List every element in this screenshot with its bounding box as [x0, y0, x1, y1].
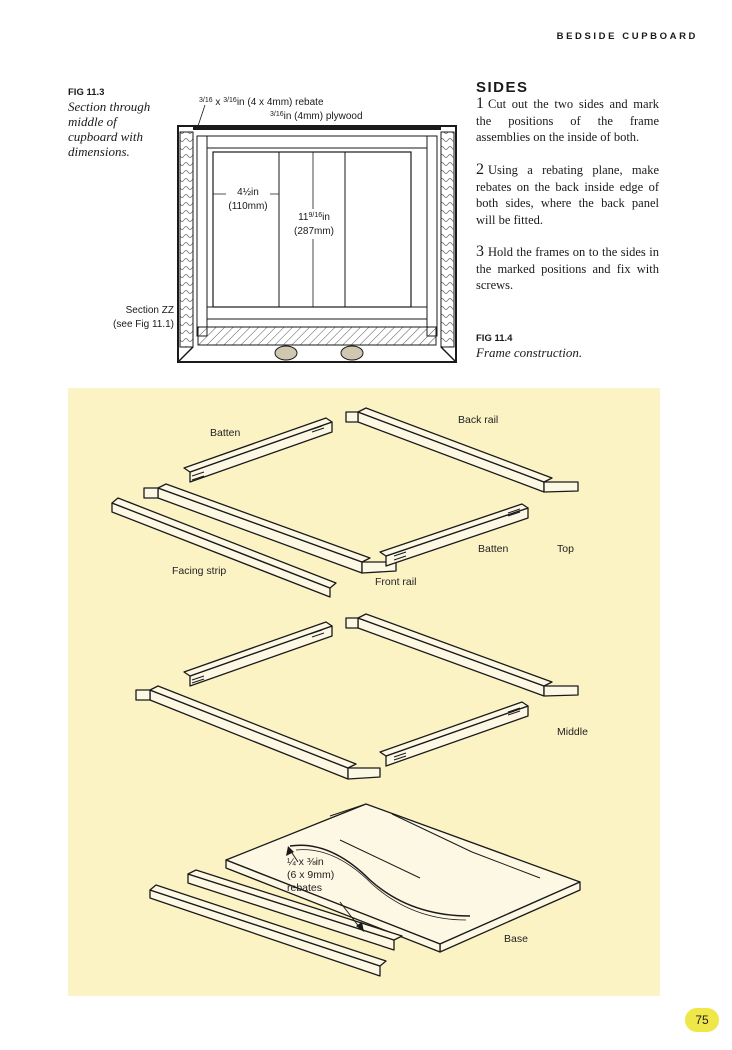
label-rebates-line1: ¼ x ⅜in: [287, 856, 324, 868]
caption-line: middle of: [68, 114, 117, 129]
width-dimension-line2: (110mm): [228, 201, 268, 212]
plywood-frac: 3/16: [270, 111, 284, 118]
fig-11-4-label: FIG 11.4: [476, 333, 513, 344]
height-suffix: in: [322, 212, 330, 223]
step-number: 1: [476, 95, 484, 112]
label-batten-right: Batten: [478, 543, 509, 555]
step-text: Using a rebating plane, make rebates on …: [476, 163, 659, 227]
step-number: 3: [476, 243, 484, 260]
section-zz-line1: Section ZZ: [125, 305, 174, 316]
rebate-sep: x: [212, 97, 224, 108]
label-batten-top-left: Batten: [210, 427, 241, 439]
label-back-rail: Back rail: [458, 414, 499, 426]
label-middle: Middle: [557, 726, 588, 738]
plywood-text: in (4mm) plywood: [283, 111, 363, 122]
width-dimension-line1: 4½in: [237, 187, 259, 198]
height-prefix: 11: [298, 212, 309, 223]
caption-line: Section through: [68, 99, 151, 114]
height-frac: 9/16: [308, 212, 323, 219]
label-front-rail: Front rail: [375, 576, 417, 588]
sides-heading: SIDES: [476, 79, 529, 96]
height-dimension-label: 119/16in (287mm): [292, 209, 336, 239]
label-rebates-line2: (6 x 9mm): [287, 869, 335, 881]
section-zz-label: Section ZZ (see Fig 11.1): [104, 304, 174, 332]
step-text: Cut out the two sides and mark the posit…: [476, 97, 659, 144]
label-rebates-line3: rebates: [287, 882, 323, 894]
fig-11-3-label: FIG 11.3: [68, 87, 105, 98]
width-dimension-label: 4½in (110mm): [226, 186, 270, 214]
caption-line: cupboard with: [68, 129, 143, 144]
page-number-badge: 75: [685, 1008, 719, 1032]
fig-11-3-caption: Section through middle of cupboard with …: [68, 99, 178, 159]
fig-11-4-caption: Frame construction.: [476, 345, 583, 360]
step-number: 2: [476, 161, 484, 178]
height-dimension-line2: (287mm): [293, 226, 334, 237]
label-facing-strip: Facing strip: [172, 565, 227, 577]
label-top: Top: [557, 543, 574, 555]
rebate-text: in (4 x 4mm) rebate: [236, 97, 324, 108]
height-dimension-line1: 119/16in: [292, 209, 336, 225]
plywood-label: 3/16in (4mm) plywood: [270, 108, 363, 124]
section-zz-line2: (see Fig 11.1): [113, 319, 174, 330]
label-base: Base: [504, 933, 528, 945]
label-rebates: ¼ x ⅜in (6 x 9mm) rebates: [287, 856, 334, 895]
rebate-frac-a: 3/16: [199, 97, 213, 104]
rebate-frac-b: 3/16: [223, 97, 237, 104]
rebate-label: 3/16 x 3/16in (4 x 4mm) rebate: [199, 94, 324, 110]
running-head: BEDSIDE CUPBOARD: [556, 31, 698, 42]
caption-line: dimensions.: [68, 144, 130, 159]
step-text: Hold the frames on to the sides in the m…: [476, 245, 659, 292]
